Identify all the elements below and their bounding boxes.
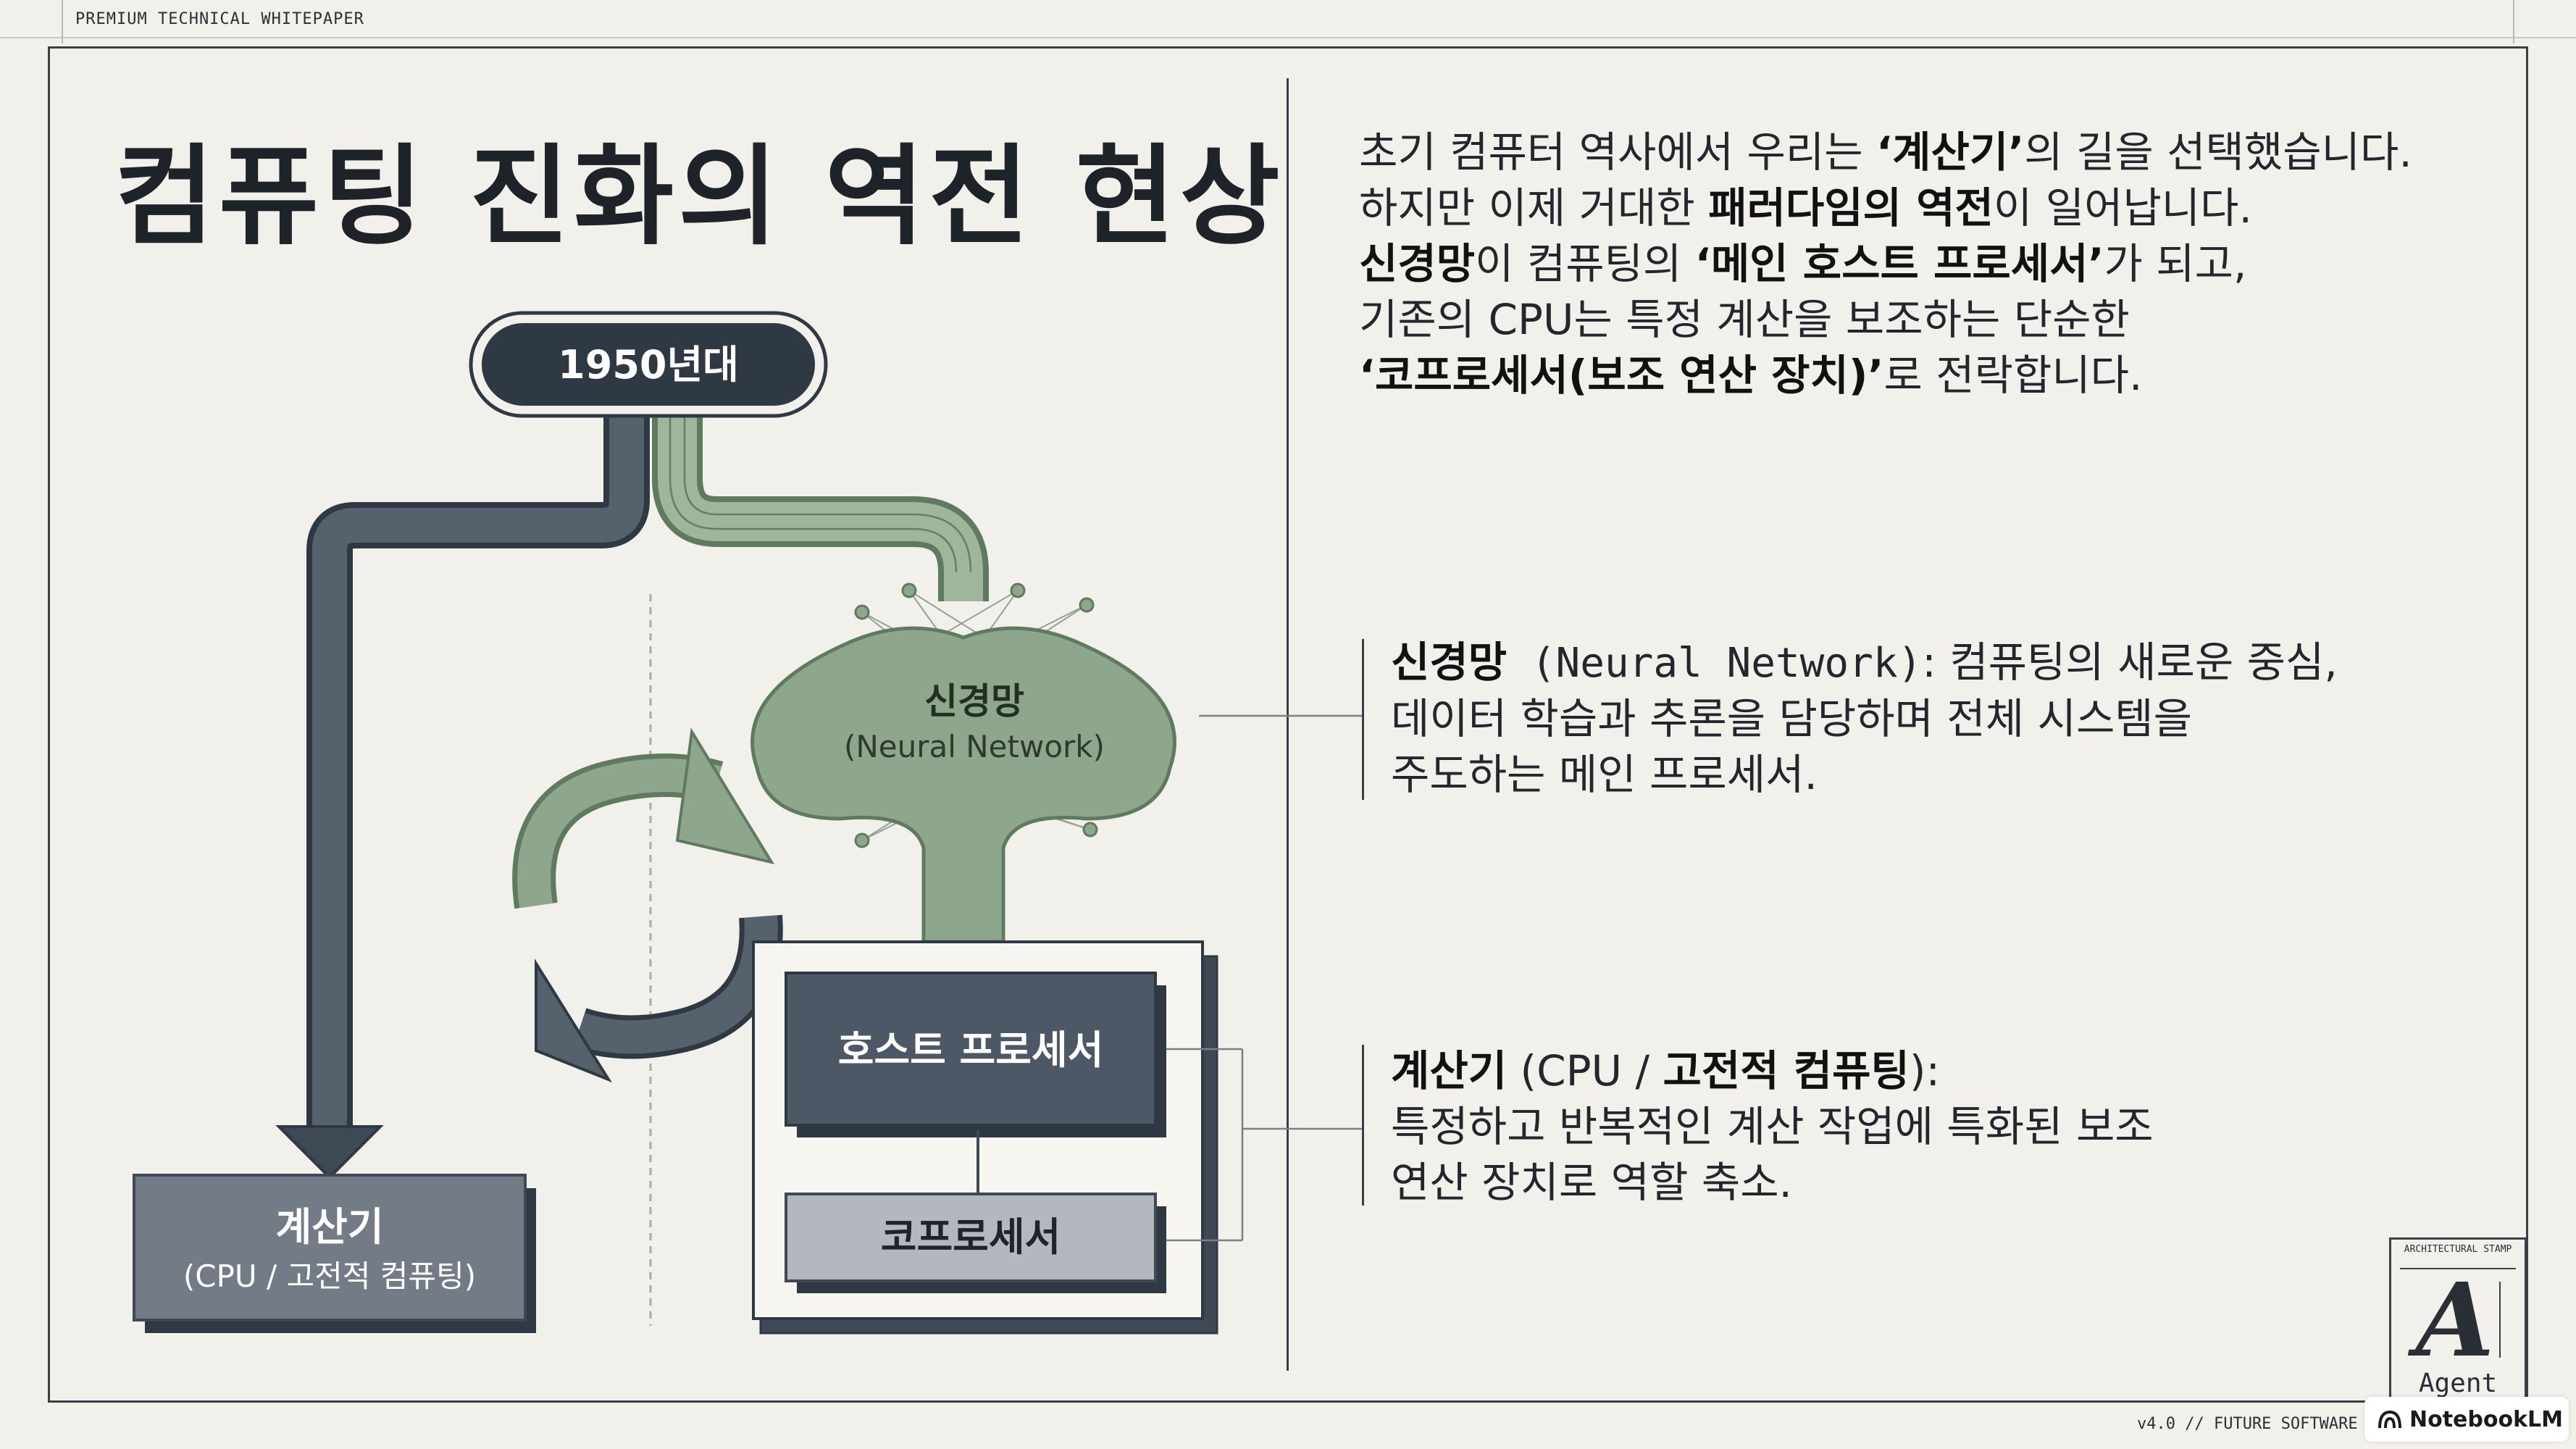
intro-line-5: ‘코프로세서(보조 연산 장치)’로 전락합니다. <box>1359 351 2143 400</box>
calc-callout-bar <box>1362 1045 1364 1206</box>
origin-pill <box>482 323 815 406</box>
header-label: PREMIUM TECHNICAL WHITEPAPER <box>75 10 364 28</box>
cycle-arrowhead-green <box>675 727 775 865</box>
column-divider <box>1287 78 1289 1371</box>
stamp-agent-label: Agent <box>2418 1369 2498 1398</box>
cycle-arrowhead-slate <box>535 959 612 1083</box>
cpu-arrowhead <box>275 1125 384 1179</box>
notebooklm-icon <box>2378 1410 2401 1429</box>
host-processor-box <box>785 972 1157 1127</box>
neural-callout-bar <box>1362 639 1364 800</box>
calculator-box <box>133 1174 527 1321</box>
intro-line-4: 기존의 CPU는 특정 계산을 보조하는 단순한 <box>1359 295 2130 344</box>
neural-network-shape <box>750 626 1176 944</box>
coprocessor-label: 코프로세서 <box>881 1214 1061 1260</box>
calculator-label: 계산기 <box>275 1204 383 1250</box>
neural-label: 신경망 <box>924 680 1024 722</box>
intro-paragraph: 초기 컴퓨터 역사에서 우리는 ‘계산기’의 길을 선택했습니다. 하지만 이제… <box>1359 125 2518 404</box>
page-title: 컴퓨팅 진화의 역전 현상 <box>114 134 1284 260</box>
coprocessor-box <box>785 1193 1157 1282</box>
host-processor-label: 호스트 프로세서 <box>838 1027 1104 1073</box>
stamp-letter-icon: A <box>2400 1261 2516 1369</box>
page-frame <box>48 46 2528 1403</box>
notebooklm-label: NotebookLM <box>2409 1406 2564 1432</box>
intro-line-3: 신경망이 컴퓨팅의 ‘메인 호스트 프로세서’가 되고, <box>1359 239 2247 288</box>
neural-callout: 신경망 (Neural Network): 컴퓨팅의 새로운 중심, 데이터 학… <box>1391 638 2338 799</box>
origin-label: 1950년대 <box>558 342 739 388</box>
calc-callout: 계산기 (CPU / 고전적 컴퓨팅): 특정하고 반복적인 계산 작업에 특화… <box>1391 1046 2154 1207</box>
notebooklm-badge[interactable]: NotebookLM <box>2364 1397 2569 1442</box>
architectural-stamp: ARCHITECTURAL STAMP A Agent <box>2389 1237 2527 1406</box>
stamp-title: ARCHITECTURAL STAMP <box>2404 1244 2512 1255</box>
footer-version: v4.0 // FUTURE SOFTWARE <box>2137 1415 2358 1433</box>
intro-line-1: 초기 컴퓨터 역사에서 우리는 ‘계산기’의 길을 선택했습니다. <box>1359 128 2412 177</box>
stamp-letter: A <box>2408 1261 2495 1369</box>
intro-line-2: 하지만 이제 거대한 패러다임의 역전이 일어납니다. <box>1359 183 2252 233</box>
neural-sublabel: (Neural Network) <box>844 729 1105 764</box>
calculator-sublabel: (CPU / 고전적 컴퓨팅) <box>183 1258 476 1294</box>
